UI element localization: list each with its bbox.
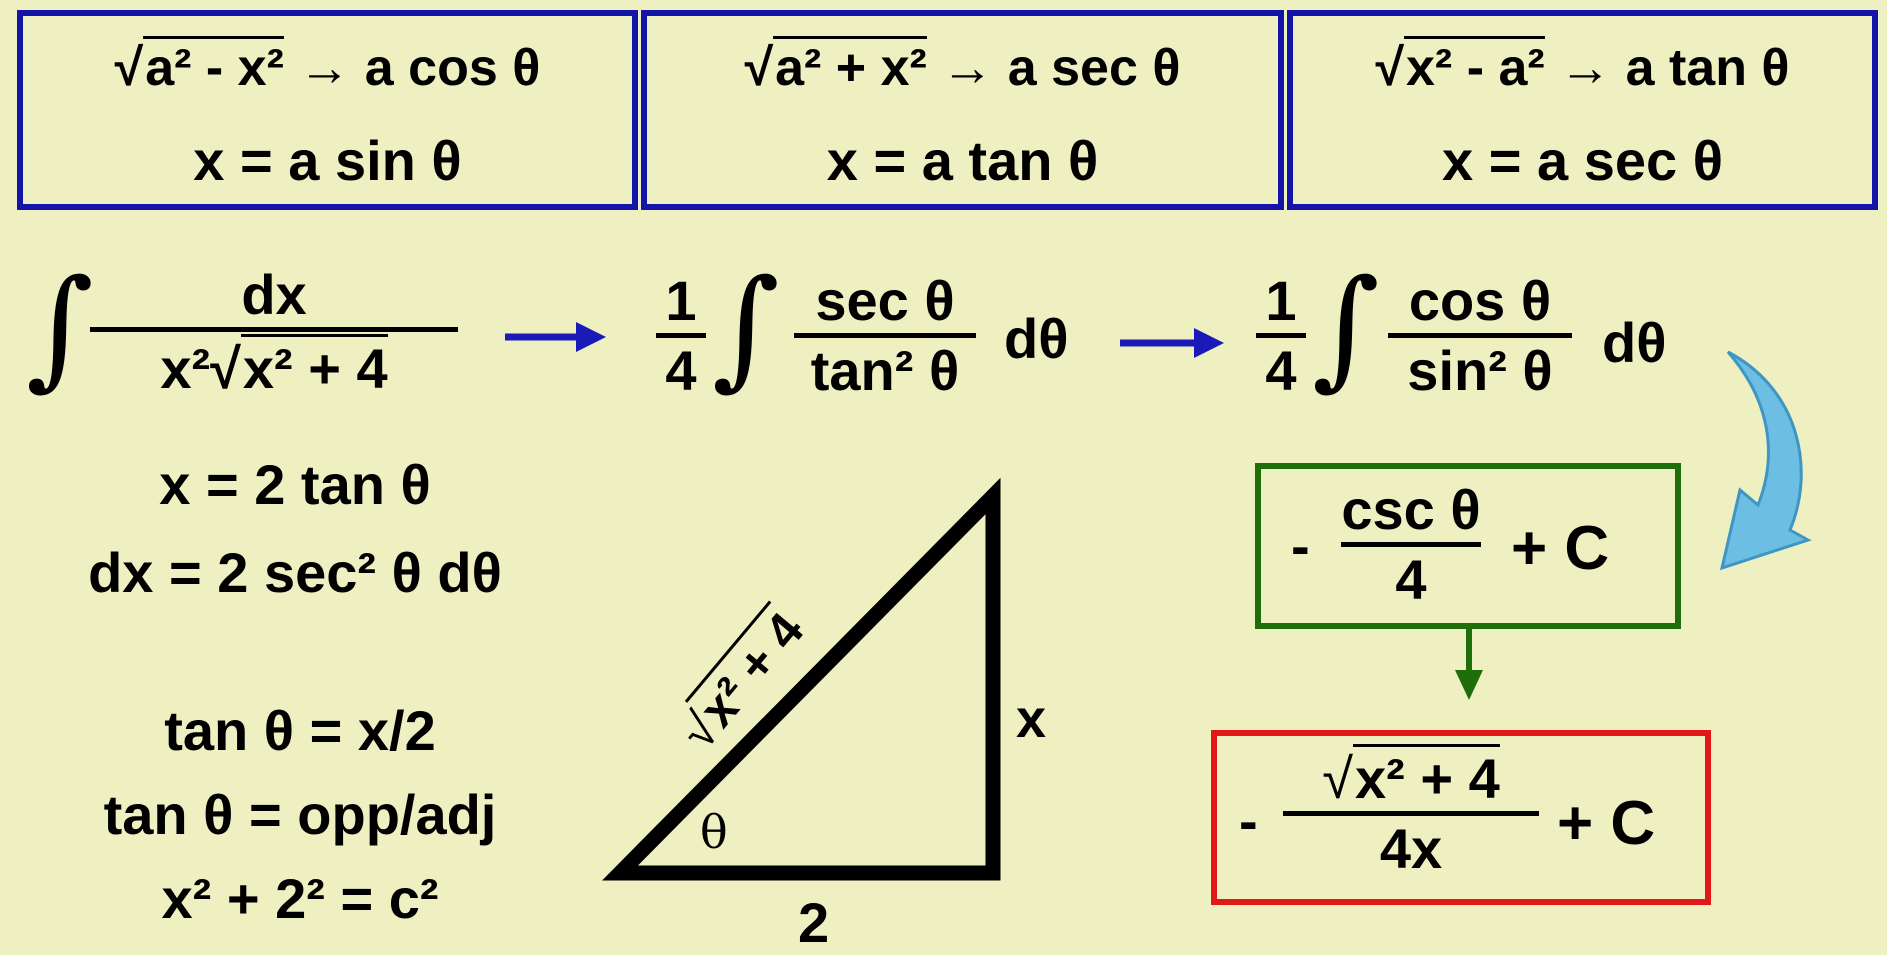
result1-fraction: csc θ 4 bbox=[1341, 477, 1481, 612]
integral-sign: ∫ bbox=[1312, 251, 1380, 403]
fraction-bar bbox=[1256, 333, 1306, 338]
coef-num: 1 bbox=[1265, 269, 1297, 332]
denominator: 4x bbox=[1379, 817, 1443, 880]
sqrt-symbol: √ bbox=[1375, 39, 1405, 97]
fraction-bar bbox=[794, 333, 976, 338]
blue-arrow-icon-1 bbox=[505, 322, 606, 352]
denominator: tan² θ bbox=[810, 339, 960, 402]
denominator: sin² θ bbox=[1407, 339, 1553, 402]
differential: dθ bbox=[1602, 311, 1667, 374]
result2-fraction: √x² + 4 4x bbox=[1283, 744, 1539, 881]
denominator: 4 bbox=[1395, 548, 1427, 611]
coef-num: 1 bbox=[665, 269, 697, 332]
minus-sign: - bbox=[1291, 514, 1310, 577]
curved-arrow-icon bbox=[1719, 350, 1812, 571]
minus-sign: - bbox=[1239, 789, 1258, 852]
step1-fraction: sec θ tan² θ bbox=[794, 268, 976, 403]
numerator: √x² + 4 bbox=[1322, 744, 1500, 811]
sqrt-symbol: √ bbox=[210, 337, 241, 400]
final-result-box: - √x² + 4 4x + C bbox=[1211, 730, 1711, 905]
radicand: a² - x² bbox=[143, 36, 284, 97]
adjacent-label: 2 bbox=[798, 891, 830, 954]
coef-den: 4 bbox=[665, 339, 697, 402]
right-triangle bbox=[602, 477, 1001, 881]
fraction-bar bbox=[1388, 333, 1572, 338]
green-arrow-icon bbox=[1455, 626, 1483, 700]
denominator-radicand: x² + 4 bbox=[240, 334, 388, 400]
opposite-label: x bbox=[1016, 689, 1047, 749]
substitution: x = a sin θ bbox=[193, 129, 462, 192]
relation-line-2: tan θ = opp/adj bbox=[103, 783, 497, 846]
result: a cos θ bbox=[364, 39, 541, 97]
integrand-fraction: dx x²√x² + 4 bbox=[90, 262, 458, 401]
angle-label: θ bbox=[700, 805, 728, 859]
substitution: x = a tan θ bbox=[826, 129, 1099, 192]
sqrt-symbol: √ bbox=[1322, 747, 1353, 810]
setup-line-2: dx = 2 sec² θ dθ bbox=[88, 541, 502, 604]
substitution-box-2: √a² + x² → a sec θ x = a tan θ bbox=[641, 10, 1284, 210]
radicand: a² + x² bbox=[773, 36, 927, 97]
constant: + C bbox=[1511, 514, 1610, 583]
numerator: cos θ bbox=[1408, 269, 1552, 332]
fraction-bar bbox=[656, 333, 706, 338]
substitution-box-3: √x² - a² → a tan θ x = a sec θ bbox=[1287, 10, 1878, 210]
sqrt-symbol: √ bbox=[114, 39, 144, 97]
sqrt-symbol: √ bbox=[744, 39, 774, 97]
denominator: x²√x² + 4 bbox=[160, 334, 388, 401]
intermediate-result-box: - csc θ 4 + C bbox=[1255, 463, 1681, 629]
numerator: sec θ bbox=[815, 269, 955, 332]
coefficient-1: 1 4 bbox=[656, 268, 706, 403]
constant: + C bbox=[1557, 789, 1656, 858]
numerator-radicand: x² + 4 bbox=[1352, 744, 1500, 810]
numerator: csc θ bbox=[1341, 478, 1481, 541]
setup-line-1: x = 2 tan θ bbox=[159, 453, 431, 516]
arrow-icon: → bbox=[298, 39, 351, 97]
arrow-icon: → bbox=[1559, 39, 1612, 97]
arrow-icon: → bbox=[941, 39, 994, 97]
relation-line-1: tan θ = x/2 bbox=[164, 699, 436, 762]
result: a sec θ bbox=[1007, 39, 1181, 97]
fraction-bar bbox=[90, 327, 458, 332]
blue-arrow-icon-2 bbox=[1120, 328, 1224, 358]
integral-sign: ∫ bbox=[26, 251, 94, 403]
numerator: dx bbox=[241, 263, 307, 326]
coef-den: 4 bbox=[1265, 339, 1297, 402]
relation-line-3: x² + 2² = c² bbox=[161, 867, 439, 930]
radicand: x² - a² bbox=[1404, 36, 1545, 97]
differential: dθ bbox=[1004, 307, 1069, 370]
step2-fraction: cos θ sin² θ bbox=[1388, 268, 1572, 403]
fraction-bar bbox=[1283, 811, 1539, 816]
denominator-prefix: x² bbox=[160, 337, 211, 400]
fraction-bar bbox=[1341, 542, 1481, 547]
coefficient-2: 1 4 bbox=[1256, 268, 1306, 403]
result: a tan θ bbox=[1625, 39, 1790, 97]
substitution: x = a sec θ bbox=[1442, 129, 1723, 192]
integral-sign: ∫ bbox=[712, 251, 780, 403]
substitution-box-1: √a² - x² → a cos θ x = a sin θ bbox=[17, 10, 638, 210]
